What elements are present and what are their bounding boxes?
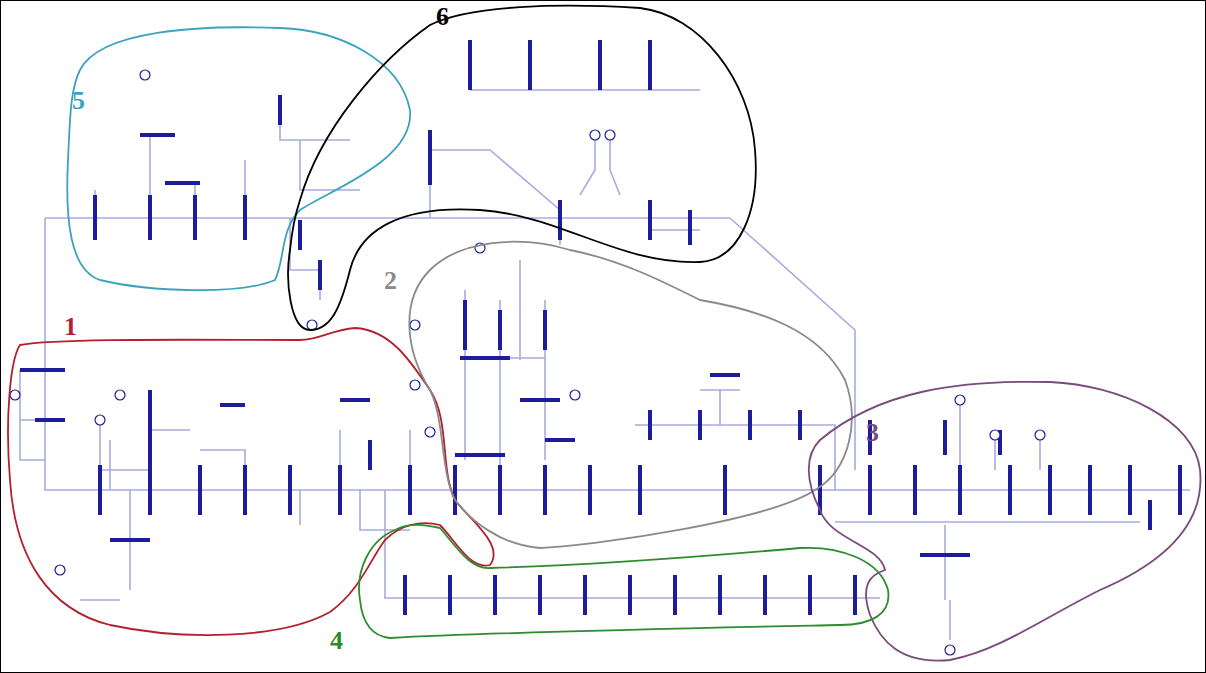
region-shape — [60, 20, 420, 305]
region-outline: 5 — [60, 20, 420, 305]
region-border — [409, 242, 851, 548]
region-outline: 4 — [350, 515, 900, 645]
region-number: 4 — [330, 628, 343, 654]
region-number: 6 — [436, 4, 449, 30]
region-shape — [0, 320, 510, 650]
region-shape — [795, 370, 1205, 670]
region-outline: 2 — [390, 225, 870, 560]
region-outline: 1 — [0, 320, 510, 650]
region-outline: 3 — [795, 370, 1205, 670]
region-shape — [390, 225, 870, 560]
region-border — [288, 6, 756, 330]
region-number: 3 — [866, 420, 879, 446]
region-border — [359, 525, 888, 638]
region-number: 5 — [72, 88, 85, 114]
region-number: 1 — [64, 314, 77, 340]
region-border — [809, 382, 1201, 661]
region-shape — [350, 515, 900, 645]
region-shape — [275, 0, 765, 340]
region-number: 2 — [384, 268, 397, 294]
region-outline: 6 — [275, 0, 765, 340]
